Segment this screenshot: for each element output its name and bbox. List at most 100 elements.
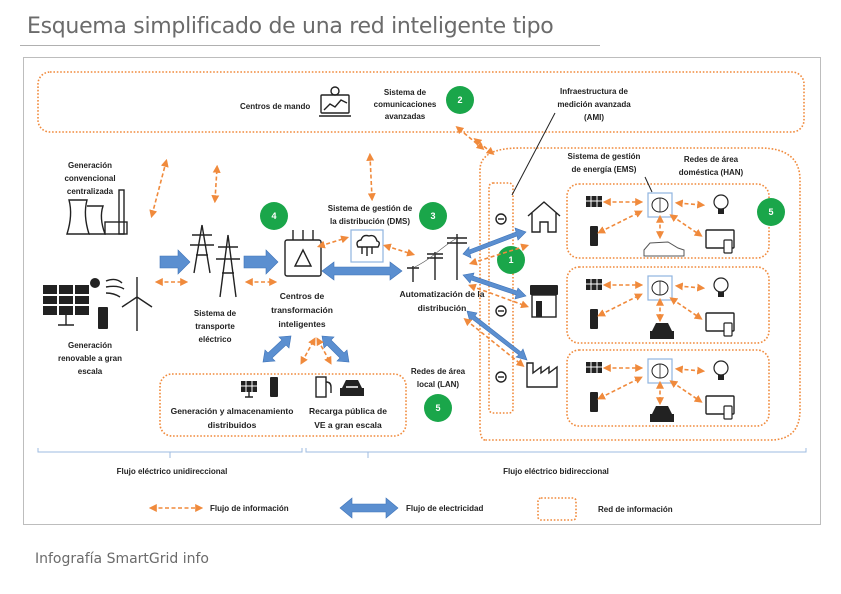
- smart-meter-icon: [495, 371, 507, 383]
- badge-5-han: 5: [757, 198, 785, 226]
- electric-arrow-to-factory: [466, 310, 528, 361]
- electric-arrow-lan-right: [321, 335, 350, 363]
- info-flow-arrow: [674, 282, 706, 292]
- info-flow-arrow: [468, 243, 530, 266]
- svg-text:3: 3: [430, 211, 435, 221]
- svg-text:2: 2: [457, 95, 462, 105]
- ev-charger-icon: [315, 376, 332, 398]
- wind-icon: [105, 278, 125, 298]
- home-battery-icon: [590, 309, 598, 329]
- ami-meter-network: [488, 182, 514, 414]
- info-flow-arrow: [211, 164, 221, 204]
- renewable-generation-icons: [43, 277, 153, 331]
- consumer-info-network: [479, 147, 801, 441]
- page-title: Esquema simplificado de una red intelige…: [27, 14, 554, 39]
- bidirectional-flow-label: Flujo eléctrico bidireccional: [503, 467, 609, 476]
- svg-text:4: 4: [271, 211, 276, 221]
- info-flow-arrow: [316, 235, 350, 249]
- home-battery-icon: [590, 392, 598, 412]
- svg-text:1: 1: [508, 255, 513, 265]
- info-flow-arrow: [669, 380, 703, 403]
- conventional-gen-label-3: centralizada: [67, 187, 114, 196]
- ami-label-1: Infraestructura de: [560, 87, 629, 96]
- distribution-label-2: distribución: [418, 303, 467, 313]
- han-label-2: doméstica (HAN): [679, 168, 744, 177]
- electric-arrow-transport-to-transformer: [243, 249, 279, 275]
- info-flow-arrow: [597, 210, 643, 234]
- ems-brain-icon: [647, 192, 673, 218]
- info-flow-arrow: [597, 293, 643, 317]
- home-battery-icon: [590, 226, 598, 246]
- badge-4: 4: [260, 202, 288, 230]
- info-flow-arrow: [669, 214, 703, 237]
- bracket-unidirectional: [37, 448, 303, 458]
- devices-icon: [705, 395, 735, 420]
- home-solar-icon: [586, 279, 602, 290]
- badge-3: 3: [419, 202, 447, 230]
- home-solar-icon: [586, 362, 602, 373]
- house-icon: [527, 201, 561, 233]
- ami-label-2: medición avanzada: [557, 100, 631, 109]
- light-bulb-icon: [713, 360, 729, 380]
- bracket-bidirectional: [305, 448, 807, 458]
- unidirectional-flow-label: Flujo eléctrico unidireccional: [117, 467, 228, 476]
- car-icon: [643, 241, 685, 257]
- renewable-gen-label-1: Generación: [68, 341, 112, 350]
- info-flow-arrow: [669, 297, 703, 320]
- cars-icon: [650, 323, 674, 339]
- badge-5-lan: 5: [424, 394, 452, 422]
- title-divider: [20, 45, 600, 46]
- info-flow-arrow: [463, 317, 525, 368]
- han-network-shop: [566, 266, 770, 344]
- lan-label-2: local (LAN): [417, 380, 460, 389]
- legend-info-flow-label: Flujo de información: [210, 504, 289, 513]
- legend-electric-arrow: [339, 497, 399, 519]
- info-flow-arrow: [149, 158, 169, 219]
- legend-info-network-label: Red de información: [598, 505, 673, 514]
- info-flow-arrow: [473, 137, 495, 156]
- info-flow-arrow: [316, 337, 332, 365]
- transport-label-2: transporte: [195, 322, 235, 331]
- power-plant-icon: [66, 189, 128, 235]
- info-flow-arrow: [382, 243, 416, 257]
- sun-icon: [90, 278, 100, 288]
- conventional-gen-label-1: Generación: [68, 161, 112, 170]
- transmission-tower-icon: [190, 224, 240, 298]
- legend-electric-flow-label: Flujo de electricidad: [406, 504, 483, 513]
- info-flow-arrow: [300, 337, 316, 365]
- solar-panel-icon: [43, 285, 89, 326]
- info-flow-arrow: [674, 365, 706, 375]
- battery-icon: [98, 307, 108, 329]
- ami-pointer-line: [511, 112, 556, 196]
- svg-text:5: 5: [768, 207, 773, 217]
- renewable-gen-label-2: renovable a gran: [58, 354, 122, 363]
- transformation-label-3: inteligentes: [278, 319, 326, 329]
- wind-turbine-icon: [121, 277, 153, 331]
- control-centers-label: Centros de mando: [240, 102, 310, 111]
- transformation-label-1: Centros de: [280, 291, 325, 301]
- source-caption: Infografía SmartGrid info: [35, 551, 210, 567]
- ev-charging-label-2: VE a gran escala: [314, 420, 382, 430]
- distributed-battery-icon: [270, 377, 278, 397]
- comm-label-2: comunicaciones: [374, 100, 437, 109]
- electric-arrow-transformer-distribution: [321, 261, 403, 281]
- dms-label-1: Sistema de gestión de: [328, 204, 413, 213]
- transport-label-1: Sistema de: [194, 309, 237, 318]
- smart-meter-icon: [495, 213, 507, 225]
- ems-brain-icon: [647, 358, 673, 384]
- distributed-gen-label-2: distribuidos: [208, 420, 257, 430]
- control-center-icon: [319, 86, 351, 117]
- light-bulb-icon: [713, 194, 729, 214]
- distribution-label-1: Automatización de la: [399, 289, 484, 299]
- cars-icon: [650, 406, 674, 422]
- badge-2: 2: [446, 86, 474, 114]
- comm-label-3: avanzadas: [385, 112, 426, 121]
- info-flow-arrow: [455, 125, 485, 151]
- lan-label-1: Redes de área: [411, 367, 466, 376]
- devices-icon: [705, 312, 735, 337]
- cloud-network-icon: [350, 229, 384, 263]
- info-flow-arrow: [467, 283, 530, 309]
- han-label-1: Redes de área: [684, 155, 739, 164]
- han-row: [586, 192, 735, 257]
